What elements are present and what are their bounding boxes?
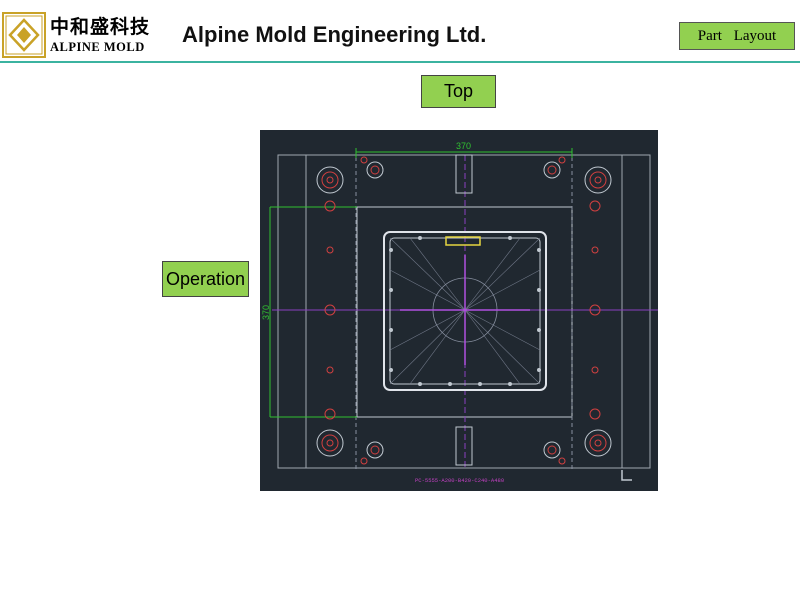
operation-side-label: Operation (162, 261, 249, 297)
dimension-height-label: 370 (261, 305, 271, 320)
header-divider (0, 61, 800, 63)
logo-english-text: ALPINE MOLD (50, 40, 145, 54)
part-layout-button[interactable]: Part Layout (679, 22, 795, 50)
company-title: Alpine Mold Engineering Ltd. (182, 22, 487, 47)
dimension-width-label: 370 (456, 141, 471, 151)
cavity-outline (383, 231, 547, 391)
mold-layout-drawing: 370 370 (260, 130, 658, 491)
part-code-label: PC-5555-A200-B420-C240-A480 (415, 477, 504, 484)
mold-drawing-svg: 370 370 (261, 141, 658, 484)
top-view-label: Top (421, 75, 496, 108)
logo-chinese-text: 中和盛科技 (50, 16, 151, 38)
company-logo: 中和盛科技 ALPINE MOLD (2, 12, 160, 58)
logo-emblem-icon (2, 12, 46, 58)
